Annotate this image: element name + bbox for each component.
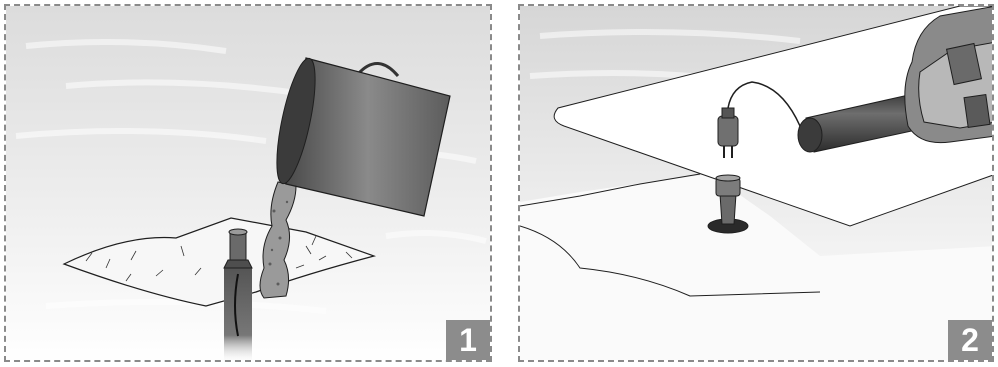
lower-fabric (520, 174, 992, 360)
hole-gravel (85, 235, 353, 282)
step-2-illustration (520, 6, 992, 360)
ground-spike-icon (707, 174, 749, 234)
concrete-pour (259, 181, 297, 299)
power-cable (727, 81, 801, 127)
step-number-badge: 1 (446, 320, 490, 360)
cable (234, 273, 239, 337)
power-plug-icon (717, 107, 739, 158)
buried-pipe (224, 268, 252, 360)
step-number-badge: 2 (948, 320, 992, 360)
upper-fabric (553, 6, 992, 227)
step-1-panel: 1 (4, 4, 492, 362)
concrete-speckles (268, 200, 289, 286)
ground-spike-icon (223, 228, 253, 269)
step-1-illustration (6, 6, 490, 360)
bucket-icon (276, 57, 451, 217)
dug-hole (62, 217, 377, 307)
rotary-tool-icon (797, 6, 992, 153)
step-2-panel: 2 (518, 4, 994, 362)
